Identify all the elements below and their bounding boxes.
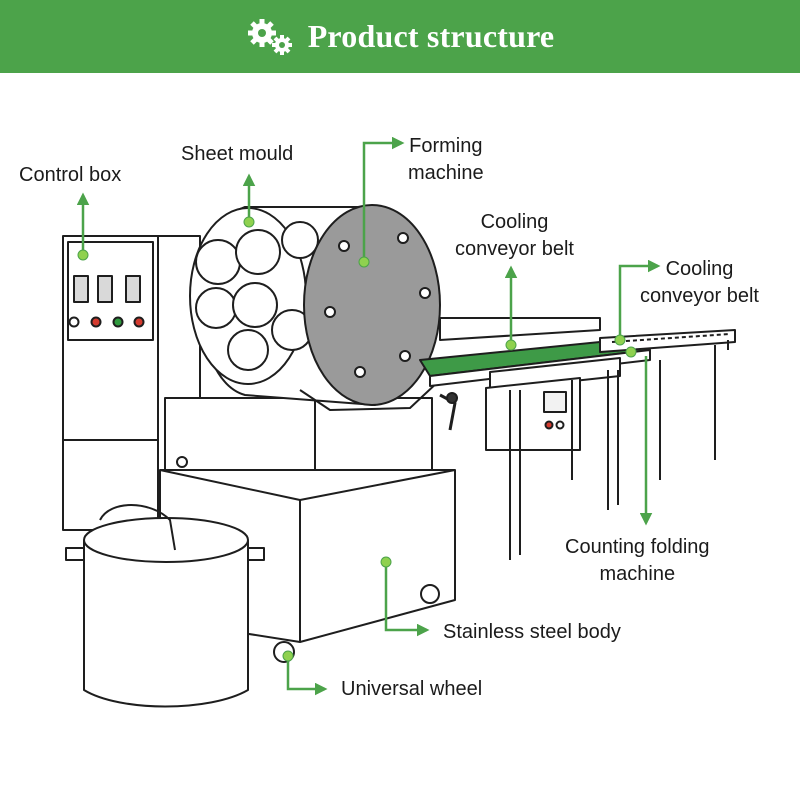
page-title: Product structure: [307, 18, 555, 54]
leader-universal-wheel: [286, 656, 328, 696]
forming-drum: [189, 204, 441, 411]
label-stainless-steel-body: Stainless steel body: [443, 621, 621, 643]
leader-forming-machine: [362, 136, 405, 262]
label-cooling-conveyor-belt-b: Cooling conveyor belt: [640, 256, 759, 310]
label-control-box: Control box: [19, 164, 122, 186]
label-universal-wheel: Universal wheel: [341, 678, 483, 700]
label-sheet-mould: Sheet mould: [181, 143, 294, 165]
label-forming-machine-line1: Forming: [409, 135, 483, 157]
stock-pot: [65, 504, 265, 708]
label-forming-machine-line2: machine: [408, 162, 484, 184]
label-cooling-conveyor-belt-a: Cooling conveyor belt: [455, 209, 574, 263]
cooling-conveyor: [419, 317, 736, 560]
label-counting-folding-line2: machine: [599, 563, 676, 585]
label-cooling-belt-a-line2: conveyor belt: [455, 238, 574, 260]
header-banner: Product structure: [0, 0, 800, 73]
label-counting-folding-machine: Counting folding machine: [565, 534, 710, 588]
label-cooling-belt-b-line1: Cooling: [665, 258, 734, 280]
leader-cooling-belt-b: [618, 259, 661, 340]
label-cooling-belt-a-line1: Cooling: [480, 211, 549, 233]
gears-icon: [247, 18, 292, 55]
label-counting-folding-line1: Counting folding: [565, 536, 710, 558]
leader-stainless-body: [384, 562, 430, 637]
label-cooling-belt-b-line2: conveyor belt: [640, 285, 759, 307]
label-forming-machine: Forming machine: [408, 133, 484, 187]
